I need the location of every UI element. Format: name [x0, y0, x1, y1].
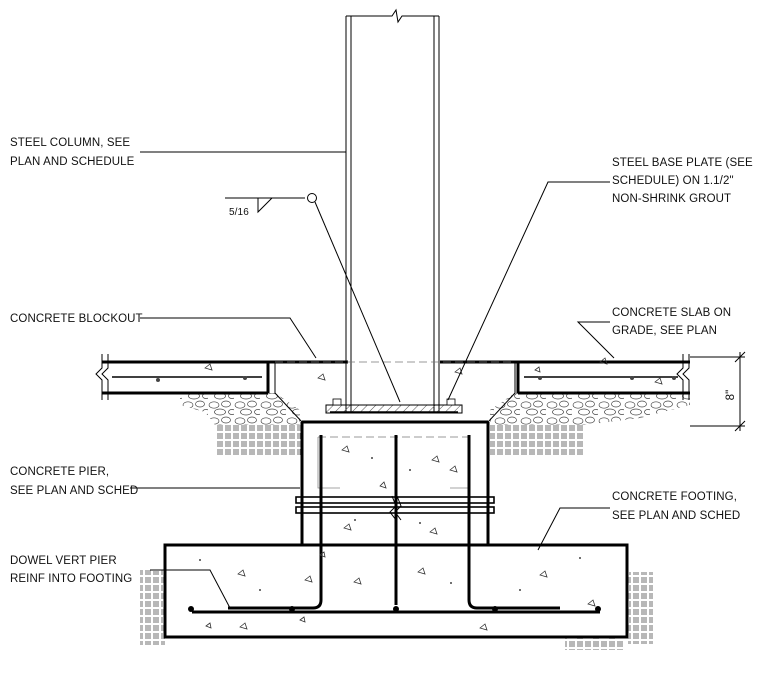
- soil-hatch: [140, 425, 653, 650]
- label-dowel-line1: DOWEL VERT PIER: [10, 555, 117, 567]
- label-steel-column: STEEL COLUMN, SEE PLAN AND SCHEDULE: [10, 137, 135, 168]
- label-dowel-line2: REINF INTO FOOTING: [10, 573, 132, 585]
- label-footing: CONCRETE FOOTING, SEE PLAN AND SCHED: [612, 491, 740, 522]
- leader-dowel: [150, 569, 231, 609]
- aggregate-dots: [156, 376, 676, 591]
- label-pier-line2: SEE PLAN AND SCHED: [10, 485, 138, 497]
- label-steel-column-line1: STEEL COLUMN, SEE: [10, 137, 130, 149]
- label-pier-line1: CONCRETE PIER,: [10, 466, 109, 478]
- dimension-label: 8": [725, 390, 737, 401]
- base-plate: [325, 398, 463, 414]
- label-base-plate-line2: SCHEDULE) ON 1.1/2": [612, 175, 734, 187]
- label-base-plate: STEEL BASE PLATE (SEE SCHEDULE) ON 1.1/2…: [612, 157, 753, 205]
- slab-right: [440, 354, 690, 400]
- label-weld-size: 5/16: [229, 207, 249, 218]
- gravel-fill: [180, 393, 690, 425]
- label-slab-line1: CONCRETE SLAB ON: [612, 307, 731, 319]
- leader-weld: [314, 201, 401, 403]
- label-base-plate-line3: NON-SHRINK GROUT: [612, 193, 731, 205]
- pier-dowels: [228, 435, 560, 610]
- fillet-weld-symbol: [257, 197, 273, 214]
- label-footing-line1: CONCRETE FOOTING,: [612, 491, 737, 503]
- leader-base-plate: [447, 181, 610, 401]
- slab-left: [95, 354, 348, 400]
- leader-slab: [576, 321, 615, 359]
- label-steel-column-line2: PLAN AND SCHEDULE: [10, 156, 135, 168]
- label-blockout: CONCRETE BLOCKOUT: [10, 313, 143, 325]
- aggregate-marks: [204, 357, 663, 631]
- label-slab-line2: GRADE, SEE PLAN: [612, 325, 717, 337]
- slab-thickness-dimension: 8": [690, 351, 746, 432]
- leaders: [130, 151, 615, 609]
- concrete-blockout: [274, 361, 516, 423]
- label-footing-line2: SEE PLAN AND SCHED: [612, 510, 740, 522]
- leader-blockout: [140, 317, 317, 359]
- label-slab: CONCRETE SLAB ON GRADE, SEE PLAN: [612, 307, 731, 337]
- label-dowel: DOWEL VERT PIER REINF INTO FOOTING: [10, 555, 132, 585]
- label-pier: CONCRETE PIER, SEE PLAN AND SCHED: [10, 466, 138, 497]
- leader-footing: [537, 507, 610, 551]
- weld-all-around-symbol: [307, 193, 317, 203]
- label-base-plate-line1: STEEL BASE PLATE (SEE: [612, 157, 753, 169]
- steel-column: [345, 8, 440, 412]
